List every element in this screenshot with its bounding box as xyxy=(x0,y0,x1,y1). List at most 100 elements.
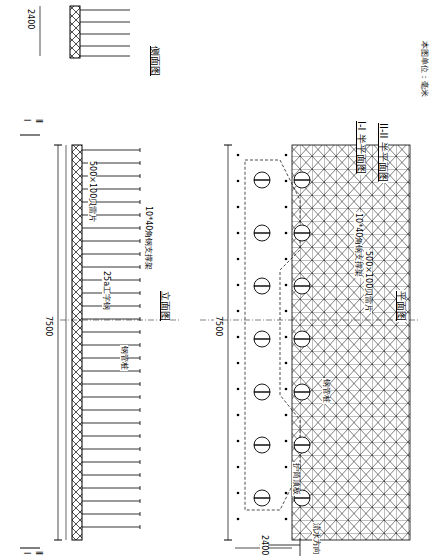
pile-line xyxy=(82,423,140,424)
pile-circle xyxy=(254,437,270,453)
anchor-dot xyxy=(237,232,240,235)
drawing-label: 500×100贝雷片 xyxy=(88,160,96,223)
pile-line xyxy=(82,319,140,320)
pile-line xyxy=(82,514,140,515)
pile-circle xyxy=(294,384,310,400)
pile-bar xyxy=(294,497,310,498)
anchor-dot xyxy=(285,310,288,313)
pile-tip xyxy=(140,460,141,464)
anchor-dot xyxy=(285,206,288,209)
pile-line xyxy=(82,449,140,450)
pile-line xyxy=(82,345,140,346)
pile-line xyxy=(82,462,140,463)
pile-line xyxy=(82,436,140,437)
drawing-label: II-II 半平面图 xyxy=(378,122,388,183)
pile-line xyxy=(82,527,140,528)
drawing-label: 侧面图 xyxy=(150,45,160,77)
anchor-dot xyxy=(285,440,288,443)
pile-tip xyxy=(140,226,141,230)
elevation-view xyxy=(20,135,140,548)
pile-tip xyxy=(140,252,141,256)
drawing-label: 10*40角钢支撑架 xyxy=(354,212,362,278)
anchor-dot xyxy=(237,518,240,521)
drawing-label: 本图单位：毫米 xyxy=(420,40,428,98)
pile-tip xyxy=(140,291,141,295)
pile-tip xyxy=(140,447,141,451)
pile-line xyxy=(82,254,140,255)
drawing-label: Ⅰ xyxy=(22,551,30,555)
anchor-dot xyxy=(285,284,288,287)
pile-tip xyxy=(140,395,141,399)
pile-bar xyxy=(254,232,270,233)
anchor-dot xyxy=(285,258,288,261)
anchor-dot xyxy=(285,232,288,235)
plan-view xyxy=(60,145,420,556)
anchor-dot xyxy=(285,492,288,495)
anchor-dot xyxy=(285,388,288,391)
drawing-label: 钢管桩 xyxy=(322,378,330,404)
pile-circle xyxy=(254,331,270,347)
anchor-dot xyxy=(285,180,288,183)
anchor-dot xyxy=(237,154,240,157)
pile-bar xyxy=(294,391,310,392)
pile-circle xyxy=(294,278,310,294)
pile-line xyxy=(80,10,130,11)
pile-bar xyxy=(254,444,270,445)
pile-line xyxy=(82,384,140,385)
drawing-label: 2400 xyxy=(26,8,34,30)
pile-tip xyxy=(140,317,141,321)
pile-bar xyxy=(254,497,270,498)
pile-circle xyxy=(294,331,310,347)
anchor-dot xyxy=(285,414,288,417)
pile-bar xyxy=(294,232,310,233)
pile-tip xyxy=(140,421,141,425)
pile-bar xyxy=(254,179,270,180)
pile-circle xyxy=(254,490,270,506)
anchor-dot xyxy=(237,492,240,495)
pile-circle xyxy=(254,384,270,400)
pile-tip xyxy=(140,265,141,269)
drawing-label: 7500 xyxy=(44,315,52,337)
pile-tip xyxy=(140,187,141,191)
pile-line xyxy=(80,34,130,35)
pile-circle xyxy=(254,225,270,241)
drawing-label: 流水方向 xyxy=(312,522,320,556)
drawing-label: 立面图 xyxy=(160,290,170,322)
anchor-dot xyxy=(285,154,288,157)
pile-tip xyxy=(140,148,141,152)
pile-circle xyxy=(294,225,310,241)
anchor-dot xyxy=(237,310,240,313)
anchor-dot xyxy=(237,258,240,261)
pile-line xyxy=(80,22,130,23)
pile-line xyxy=(80,46,130,47)
pile-tip xyxy=(140,512,141,516)
pile-line xyxy=(82,293,140,294)
side-view xyxy=(40,6,130,58)
anchor-dot xyxy=(285,518,288,521)
pile-bar xyxy=(254,285,270,286)
pile-line xyxy=(82,228,140,229)
anchor-dot xyxy=(237,284,240,287)
anchor-dot xyxy=(237,362,240,365)
pile-line xyxy=(82,397,140,398)
pile-tip xyxy=(140,330,141,334)
pile-line xyxy=(82,501,140,502)
drawing-label: 25a工字钢 xyxy=(102,270,110,311)
pile-line xyxy=(82,475,140,476)
anchor-dot xyxy=(285,336,288,339)
pile-line xyxy=(82,267,140,268)
pile-line xyxy=(82,306,140,307)
anchor-dot xyxy=(237,466,240,469)
pile-circle xyxy=(254,172,270,188)
pile-tip xyxy=(140,278,141,282)
pile-tip xyxy=(140,434,141,438)
drawing-label: Ⅱ xyxy=(34,118,42,124)
drawing-label: Ⅱ xyxy=(34,550,42,556)
drawing-label: 2400 xyxy=(260,534,268,556)
pile-line xyxy=(82,150,140,151)
pile-line xyxy=(82,371,140,372)
pile-tip xyxy=(140,525,141,529)
pile-tip xyxy=(140,486,141,490)
anchor-dot xyxy=(237,388,240,391)
